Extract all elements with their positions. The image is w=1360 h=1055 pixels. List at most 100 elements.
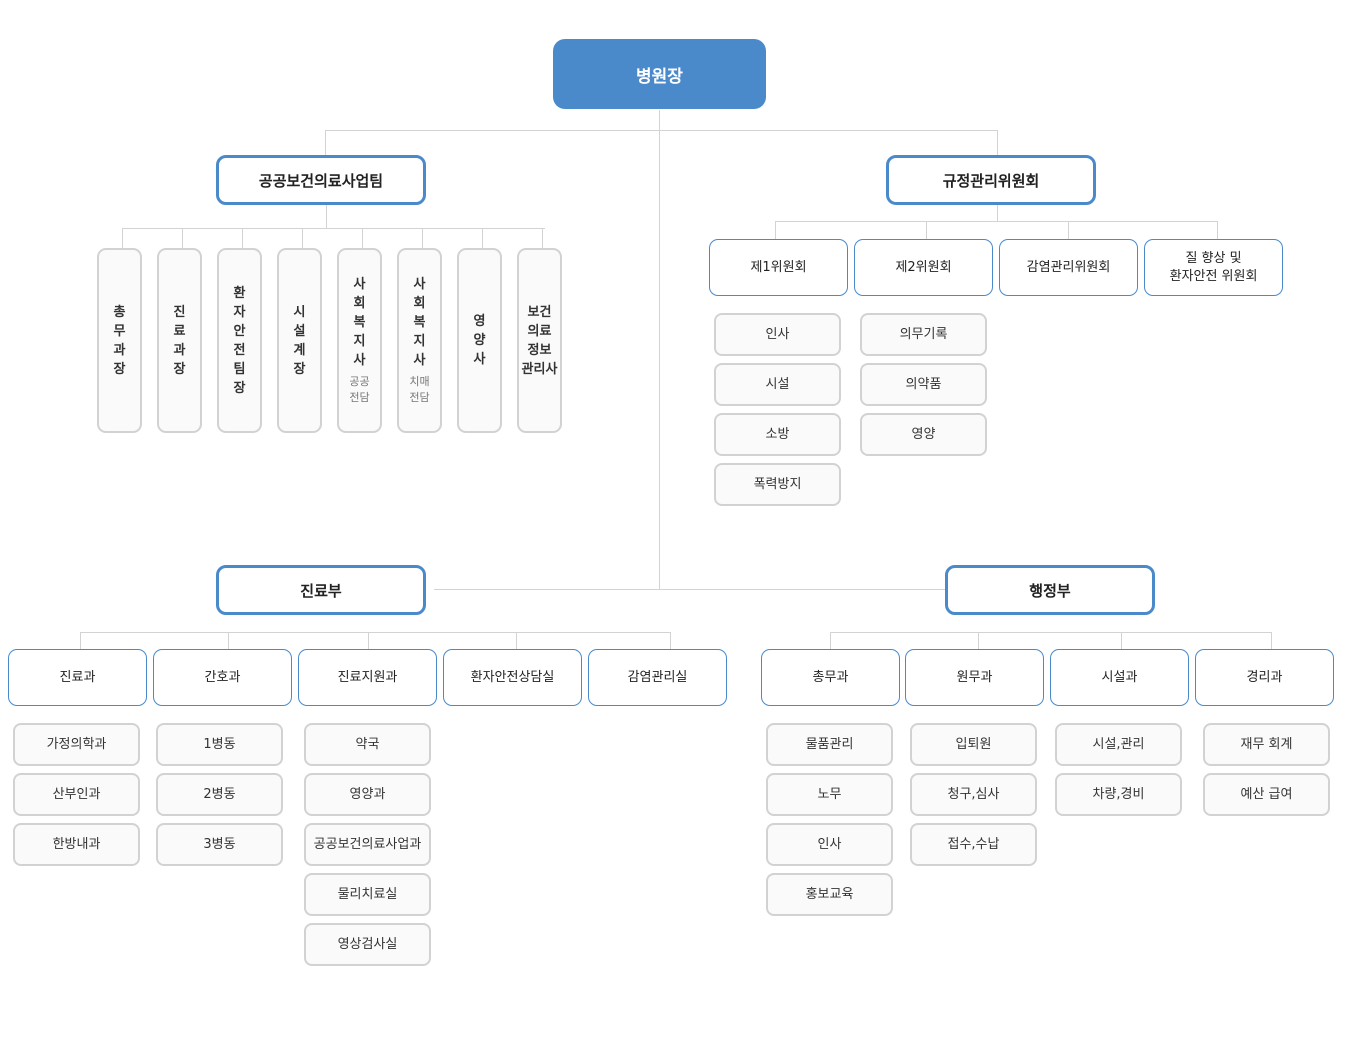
- committee-box[interactable]: 감염관리위원회: [999, 239, 1138, 296]
- team-member-name: 영 양 사: [473, 314, 486, 367]
- medical-division-box[interactable]: 간호과: [153, 649, 292, 706]
- committee-box-label: 제1위원회: [750, 259, 807, 275]
- committee-item[interactable]: 소방: [714, 413, 841, 456]
- admin-division-box[interactable]: 원무과: [905, 649, 1044, 706]
- medical-unit[interactable]: 산부인과: [13, 773, 140, 816]
- admin-unit[interactable]: 접수,수납: [910, 823, 1037, 866]
- connector-line: [80, 632, 81, 649]
- connector-line: [325, 130, 998, 131]
- connector-line: [997, 130, 998, 156]
- medical-unit-label: 영상검사실: [337, 936, 398, 952]
- admin-unit[interactable]: 홍보교육: [766, 873, 893, 916]
- committee-item[interactable]: 의약품: [860, 363, 987, 406]
- team-member-name: 사 회 복 지 사: [353, 277, 366, 368]
- connector-line: [434, 589, 946, 590]
- admin-unit[interactable]: 예산 급여: [1203, 773, 1330, 816]
- team-member-name: 보건 의료 정보 관리사: [521, 304, 558, 377]
- medical-unit-label: 공공보건의료사업과: [313, 836, 422, 852]
- committee-item-label: 폭력방지: [753, 476, 802, 492]
- medical-division-box[interactable]: 진료과: [8, 649, 147, 706]
- medical-unit[interactable]: 1병동: [156, 723, 283, 766]
- regulation-committee-box[interactable]: 규정관리위원회: [886, 155, 1096, 205]
- medical-division-box-label: 진료지원과: [337, 669, 398, 685]
- medical-unit-label: 물리치료실: [337, 886, 398, 902]
- connector-line: [228, 632, 229, 649]
- medical-unit[interactable]: 약국: [304, 723, 431, 766]
- committee-item[interactable]: 의무기록: [860, 313, 987, 356]
- admin-unit[interactable]: 노무: [766, 773, 893, 816]
- connector-line: [1271, 632, 1272, 649]
- committee-item[interactable]: 시설: [714, 363, 841, 406]
- admin-unit-label: 예산 급여: [1240, 786, 1293, 802]
- medical-unit[interactable]: 3병동: [156, 823, 283, 866]
- team-member-box[interactable]: 진 료 과 장: [157, 248, 202, 433]
- admin-unit[interactable]: 청구,심사: [910, 773, 1037, 816]
- committee-box[interactable]: 질 향상 및 환자안전 위원회: [1144, 239, 1283, 296]
- medical-unit-label: 영양과: [349, 786, 386, 802]
- connector-line: [830, 632, 831, 649]
- medical-unit[interactable]: 물리치료실: [304, 873, 431, 916]
- connector-line: [242, 228, 243, 248]
- medical-unit-label: 2병동: [203, 786, 236, 802]
- medical-unit[interactable]: 공공보건의료사업과: [304, 823, 431, 866]
- director-box[interactable]: 병원장: [553, 39, 766, 109]
- admin-unit-label: 물품관리: [805, 736, 854, 752]
- connector-line: [516, 632, 517, 649]
- team-member-note: 치매 전담: [409, 375, 430, 404]
- connector-line: [775, 221, 776, 239]
- medical-unit[interactable]: 영상검사실: [304, 923, 431, 966]
- admin-unit[interactable]: 입퇴원: [910, 723, 1037, 766]
- committee-item[interactable]: 영양: [860, 413, 987, 456]
- admin-dept-box[interactable]: 행정부: [945, 565, 1155, 615]
- admin-division-box[interactable]: 총무과: [761, 649, 900, 706]
- committee-item-label: 소방: [765, 426, 790, 442]
- team-member-box[interactable]: 영 양 사: [457, 248, 502, 433]
- admin-dept-box-label: 행정부: [1029, 581, 1071, 600]
- public-health-team-box[interactable]: 공공보건의료사업팀: [216, 155, 426, 205]
- medical-division-box[interactable]: 감염관리실: [588, 649, 727, 706]
- medical-dept-box[interactable]: 진료부: [216, 565, 426, 615]
- committee-box[interactable]: 제2위원회: [854, 239, 993, 296]
- medical-unit[interactable]: 한방내과: [13, 823, 140, 866]
- team-member-name: 시 설 계 장: [293, 304, 306, 377]
- admin-unit[interactable]: 차량,경비: [1055, 773, 1182, 816]
- medical-division-box[interactable]: 진료지원과: [298, 649, 437, 706]
- team-member-box[interactable]: 총 무 과 장: [97, 248, 142, 433]
- admin-unit-label: 청구,심사: [947, 786, 1000, 802]
- team-member-box[interactable]: 환 자 안 전 팀 장: [217, 248, 262, 433]
- admin-unit[interactable]: 인사: [766, 823, 893, 866]
- medical-division-box-label: 간호과: [204, 669, 241, 685]
- committee-item[interactable]: 인사: [714, 313, 841, 356]
- medical-unit[interactable]: 가정의학과: [13, 723, 140, 766]
- team-member-box[interactable]: 보건 의료 정보 관리사: [517, 248, 562, 433]
- admin-unit-label: 차량,경비: [1092, 786, 1145, 802]
- medical-unit[interactable]: 영양과: [304, 773, 431, 816]
- committee-item-label: 의무기록: [899, 326, 948, 342]
- director-box-label: 병원장: [636, 66, 683, 87]
- connector-line: [122, 228, 123, 248]
- medical-dept-box-label: 진료부: [300, 581, 342, 600]
- admin-unit[interactable]: 시설,관리: [1055, 723, 1182, 766]
- connector-line: [926, 221, 927, 239]
- admin-division-box[interactable]: 경리과: [1195, 649, 1334, 706]
- committee-item-label: 시설: [765, 376, 790, 392]
- committee-item-label: 인사: [765, 326, 790, 342]
- team-member-box[interactable]: 시 설 계 장: [277, 248, 322, 433]
- public-health-team-box-label: 공공보건의료사업팀: [258, 171, 384, 190]
- medical-division-box[interactable]: 환자안전상담실: [443, 649, 582, 706]
- committee-item[interactable]: 폭력방지: [714, 463, 841, 506]
- admin-unit[interactable]: 재무 회계: [1203, 723, 1330, 766]
- medical-unit-label: 3병동: [203, 836, 236, 852]
- connector-line: [302, 228, 303, 248]
- team-member-name: 사 회 복 지 사: [413, 277, 426, 368]
- connector-line: [368, 632, 369, 649]
- admin-unit[interactable]: 물품관리: [766, 723, 893, 766]
- committee-box[interactable]: 제1위원회: [709, 239, 848, 296]
- team-member-note: 공공 전담: [349, 375, 370, 404]
- medical-unit-label: 약국: [355, 736, 380, 752]
- admin-division-box[interactable]: 시설과: [1050, 649, 1189, 706]
- medical-unit[interactable]: 2병동: [156, 773, 283, 816]
